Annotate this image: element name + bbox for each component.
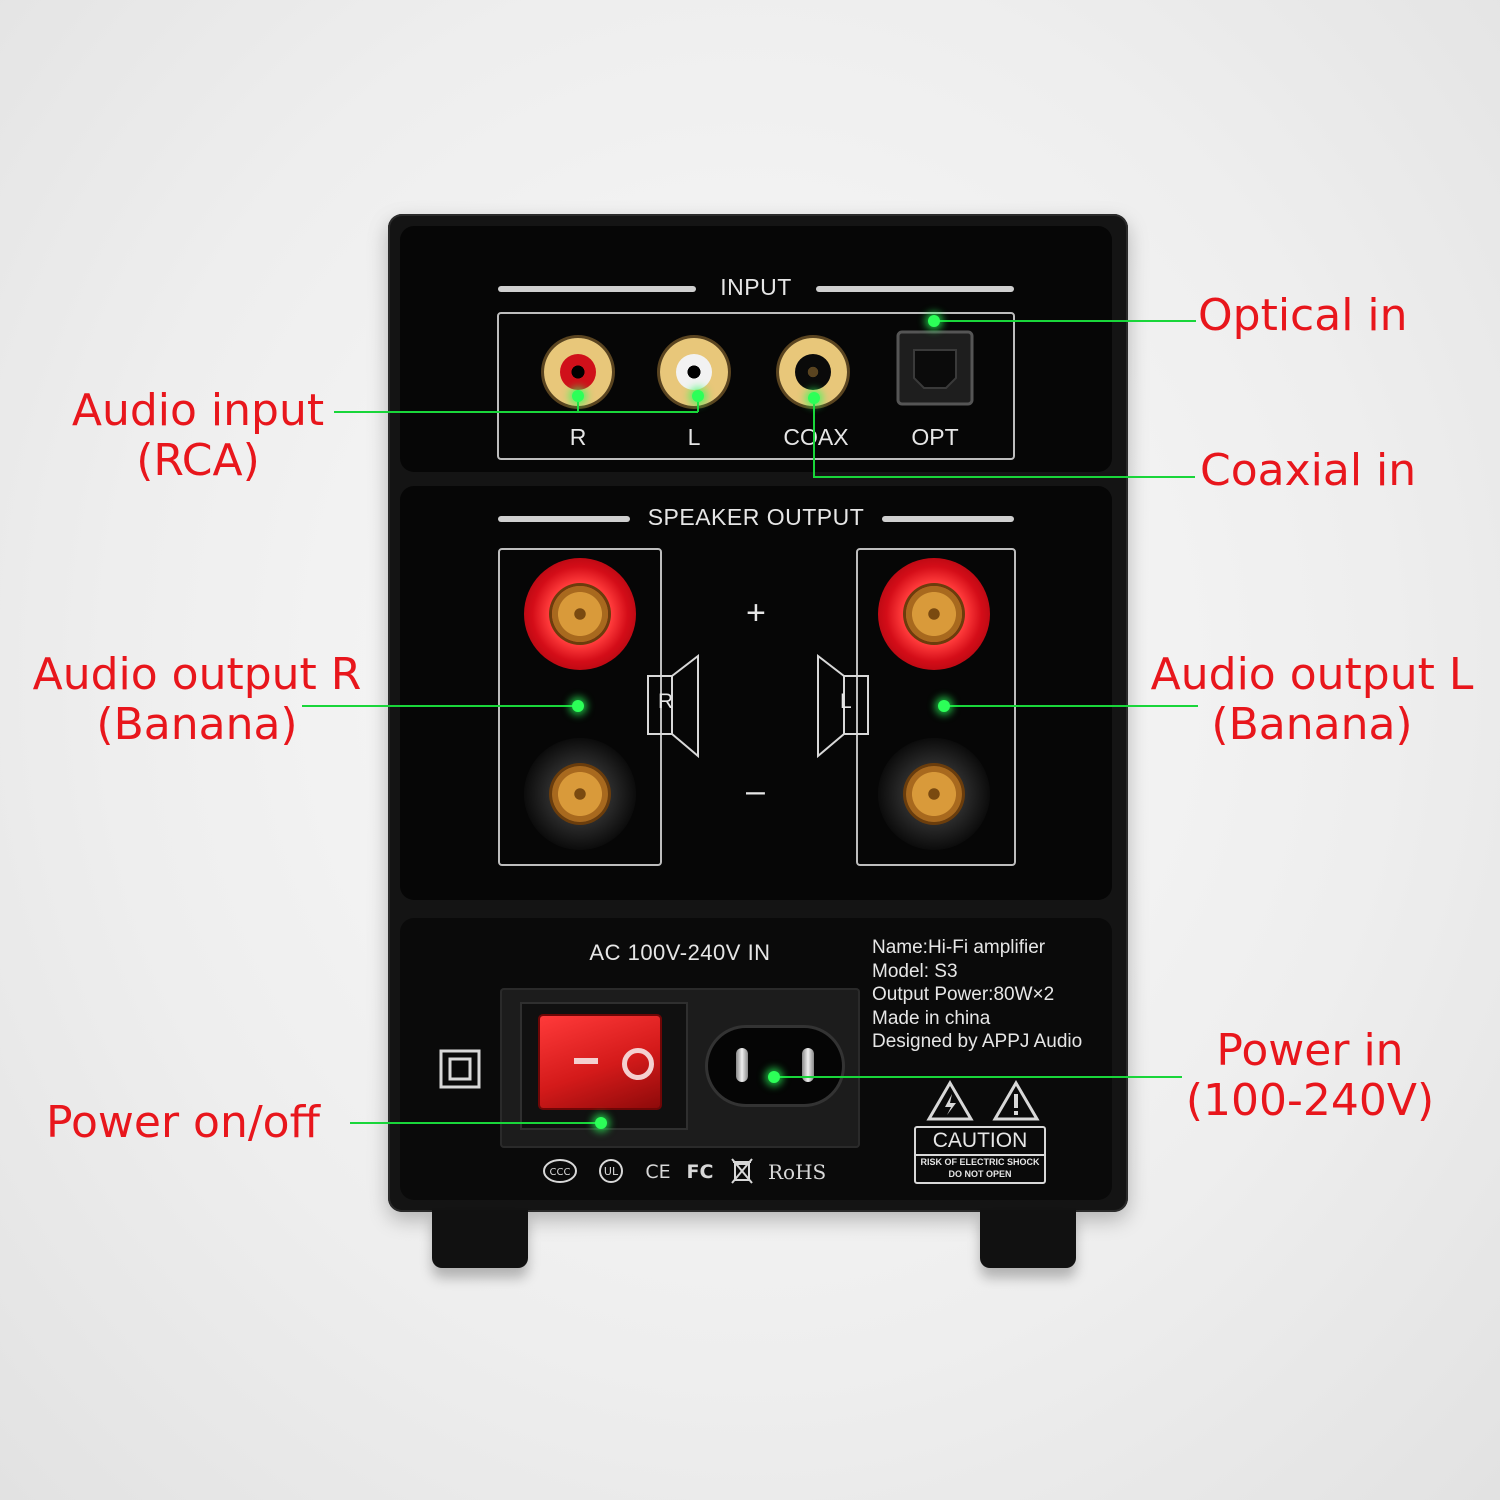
svg-text:UL: UL <box>604 1165 619 1178</box>
annotation-dot-output-r <box>572 700 584 712</box>
ul-mark-icon: UL <box>599 1159 623 1183</box>
svg-text:FC: FC <box>687 1161 714 1183</box>
annotation-line-rca <box>577 396 579 412</box>
callout-audio-input-line1: Audio input <box>71 385 325 436</box>
weee-bin-icon <box>731 1158 753 1184</box>
double-insulation-icon <box>439 1049 481 1089</box>
info-line-output-power: Output Power:80W×2 <box>872 984 1055 1005</box>
jack-label-opt: OPT <box>911 424 959 450</box>
caution-line-2: DO NOT OPEN <box>948 1169 1012 1179</box>
info-line-made-in: Made in china <box>872 1007 991 1029</box>
annotation-line-coax <box>813 476 1195 478</box>
caution-label: CAUTION RISK OF ELECTRIC SHOCK DO NOT OP… <box>914 1126 1046 1184</box>
callout-audio-input: Audio input (RCA) <box>60 386 336 486</box>
optical-port-icon[interactable] <box>896 330 974 406</box>
callout-power-in-line1: Power in <box>1216 1025 1404 1076</box>
plus-symbol: + <box>746 594 766 632</box>
caution-title: CAUTION <box>916 1128 1044 1156</box>
callout-audio-output-l-line2: (Banana) <box>1211 699 1413 750</box>
rohs-mark: RoHS <box>768 1160 827 1184</box>
annotation-line-optical <box>934 320 1196 322</box>
minus-symbol: – <box>746 772 765 810</box>
annotation-line-rca <box>334 411 698 413</box>
title-bar-left <box>498 516 630 522</box>
annotation-line-power-switch <box>350 1122 600 1124</box>
warning-triangle-icon <box>992 1080 1040 1121</box>
fcc-mark-icon: FC <box>687 1161 714 1183</box>
warning-triangle-icon <box>926 1080 974 1121</box>
annotation-dot-power-in <box>768 1071 780 1083</box>
ac-input-label: AC 100V-240V IN <box>589 940 771 965</box>
callout-power-in-line2: (100-240V) <box>1185 1075 1435 1126</box>
callout-power-in: Power in (100-240V) <box>1180 1026 1440 1126</box>
switch-on-mark <box>622 1048 654 1080</box>
jack-label-coax: COAX <box>783 424 849 450</box>
jack-label-r: R <box>569 424 587 450</box>
left-negative-terminal[interactable] <box>878 738 990 850</box>
annotation-dot-coax <box>808 392 820 404</box>
callout-audio-input-line2: (RCA) <box>136 435 260 486</box>
info-line-name: Name:Hi-Fi amplifier <box>872 937 1046 958</box>
annotation-line-output-r <box>302 705 578 707</box>
info-line-model: Model: S3 <box>872 960 958 982</box>
annotation-line-output-l <box>944 705 1198 707</box>
power-panel: AC 100V-240V IN Name:Hi-Fi amplifier Mod… <box>400 918 1112 1200</box>
callout-audio-output-l: Audio output L (Banana) <box>1138 650 1486 750</box>
ce-mark-icon: CE <box>645 1161 670 1183</box>
speaker-label-l: L <box>840 690 852 713</box>
power-inlet[interactable] <box>708 1028 842 1104</box>
callout-coaxial-in: Coaxial in <box>1200 445 1417 496</box>
amplifier-back-panel: INPUT R L COAX OPT SPEAKER OUTPUT R <box>388 214 1128 1212</box>
input-title: INPUT <box>720 274 792 300</box>
annotation-line-rca <box>697 396 699 412</box>
info-line-designer: Designed by APPJ Audio <box>872 1031 1083 1052</box>
left-terminal-box <box>856 548 1016 866</box>
title-bar-right <box>816 286 1014 292</box>
caution-line-1: RISK OF ELECTRIC SHOCK <box>920 1157 1040 1167</box>
svg-text:CE: CE <box>645 1161 670 1183</box>
callout-power-onoff: Power on/off <box>46 1097 320 1148</box>
ccc-mark-icon: CCC <box>543 1159 577 1183</box>
speaker-output-title: SPEAKER OUTPUT <box>647 504 865 530</box>
title-bar-left <box>498 286 696 292</box>
left-positive-terminal[interactable] <box>878 558 990 670</box>
power-switch[interactable] <box>540 1016 660 1108</box>
callout-optical-in: Optical in <box>1198 290 1408 341</box>
annotation-dot-rca-l <box>692 390 704 402</box>
callout-audio-output-r-line2: (Banana) <box>96 699 298 750</box>
jack-label-l: L <box>687 424 701 450</box>
inlet-pin <box>736 1048 748 1082</box>
svg-text:CCC: CCC <box>550 1167 571 1178</box>
title-bar-right <box>882 516 1014 522</box>
callout-audio-output-l-line1: Audio output L <box>1150 649 1474 700</box>
speaker-label-r: R <box>658 690 674 713</box>
annotation-dot-output-l <box>938 700 950 712</box>
speaker-icon <box>817 654 869 758</box>
input-jack-box <box>497 312 1015 460</box>
speaker-icon <box>647 654 699 758</box>
callout-audio-output-r-line1: Audio output R <box>32 649 362 700</box>
annotation-dot-rca-r <box>572 390 584 402</box>
coax-jack[interactable] <box>779 338 847 406</box>
input-panel: INPUT R L COAX OPT <box>400 226 1112 472</box>
right-terminal-box <box>498 548 662 866</box>
switch-off-mark <box>574 1058 598 1064</box>
inlet-pin <box>802 1048 814 1082</box>
speaker-output-panel: SPEAKER OUTPUT R L + – <box>400 486 1112 900</box>
annotation-line-coax <box>813 398 815 478</box>
annotation-dot-power-switch <box>595 1117 607 1129</box>
foot-right <box>980 1210 1076 1268</box>
right-positive-terminal[interactable] <box>524 558 636 670</box>
annotation-line-power-in <box>774 1076 1182 1078</box>
annotation-dot-optical <box>928 315 940 327</box>
callout-audio-output-r: Audio output R (Banana) <box>22 650 372 750</box>
right-negative-terminal[interactable] <box>524 738 636 850</box>
foot-left <box>432 1210 528 1268</box>
